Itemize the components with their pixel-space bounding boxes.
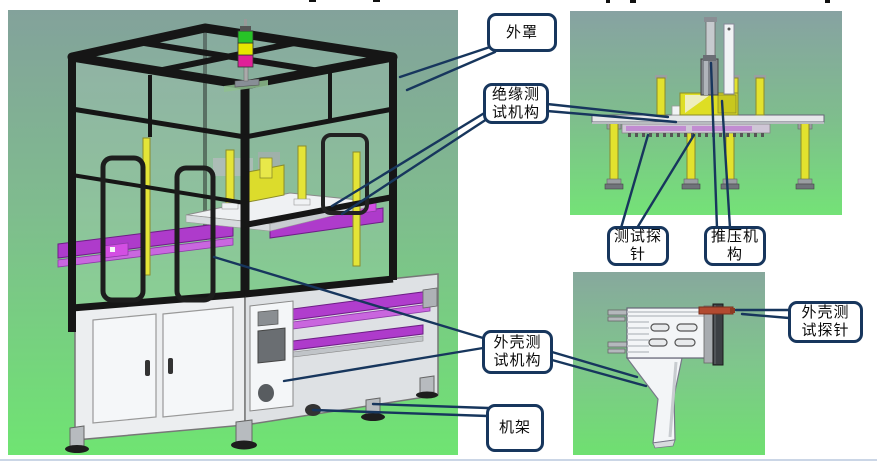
- housing-test-probe-part: [698, 306, 735, 315]
- stack-light-magenta: [237, 54, 254, 68]
- page-divider: [0, 459, 877, 461]
- cylinder-rod: [705, 19, 716, 60]
- callout-push-mechanism-label: 推压机 构: [710, 228, 759, 263]
- cabinet-door-right: [162, 306, 234, 418]
- probe-mount-plate: [712, 303, 724, 366]
- housing-probe-bracket-drawing: [573, 272, 765, 455]
- bracket-body: [626, 303, 724, 366]
- panel-window: [257, 327, 286, 364]
- door-handle: [145, 360, 150, 376]
- callout-insulation-test-mechanism: 绝缘测 试机构: [483, 83, 549, 124]
- callout-frame-label: 机架: [498, 419, 531, 436]
- housing-probe-bracket-render: [573, 272, 765, 455]
- inner-door-frame: [100, 155, 146, 303]
- cylinder-body: [700, 58, 719, 96]
- stack-light-green: [237, 30, 254, 44]
- machine-overview-render: [8, 10, 458, 455]
- insulation-mechanism-render: [570, 11, 842, 215]
- inner-door-frame: [174, 165, 216, 303]
- callout-housing-test-mechanism-label: 外壳测 试机构: [493, 334, 542, 369]
- callout-insulation-test-mechanism-label: 绝缘测 试机构: [491, 85, 540, 121]
- callout-test-probe: 测试探 针: [607, 226, 669, 266]
- cropped-text-marks: [309, 0, 830, 3]
- bracket-slots: [648, 323, 698, 347]
- callout-push-mechanism: 推压机 构: [704, 226, 766, 266]
- callout-frame: 机架: [486, 404, 544, 452]
- stack-light: [224, 19, 268, 92]
- stack-light-yellow: [237, 42, 254, 56]
- cabinet-door-left: [92, 313, 157, 424]
- panel-hole: [258, 384, 274, 402]
- bracket-arm: [625, 357, 683, 449]
- guide-rail: [723, 23, 735, 95]
- callout-cover-label: 外罩: [505, 23, 538, 41]
- machine-overview-drawing: [8, 10, 458, 455]
- side-panel: [249, 300, 294, 412]
- callout-housing-test-probe-label: 外壳测 试探针: [801, 304, 850, 339]
- callout-cover: 外罩: [487, 13, 557, 52]
- callout-test-probe-label: 测试探 针: [613, 228, 662, 263]
- door-handle: [168, 358, 173, 374]
- insulation-mechanism-drawing: [570, 11, 842, 215]
- callout-housing-test-probe: 外壳测 试探针: [788, 301, 863, 343]
- callout-housing-test-mechanism: 外壳测 试机构: [482, 330, 553, 374]
